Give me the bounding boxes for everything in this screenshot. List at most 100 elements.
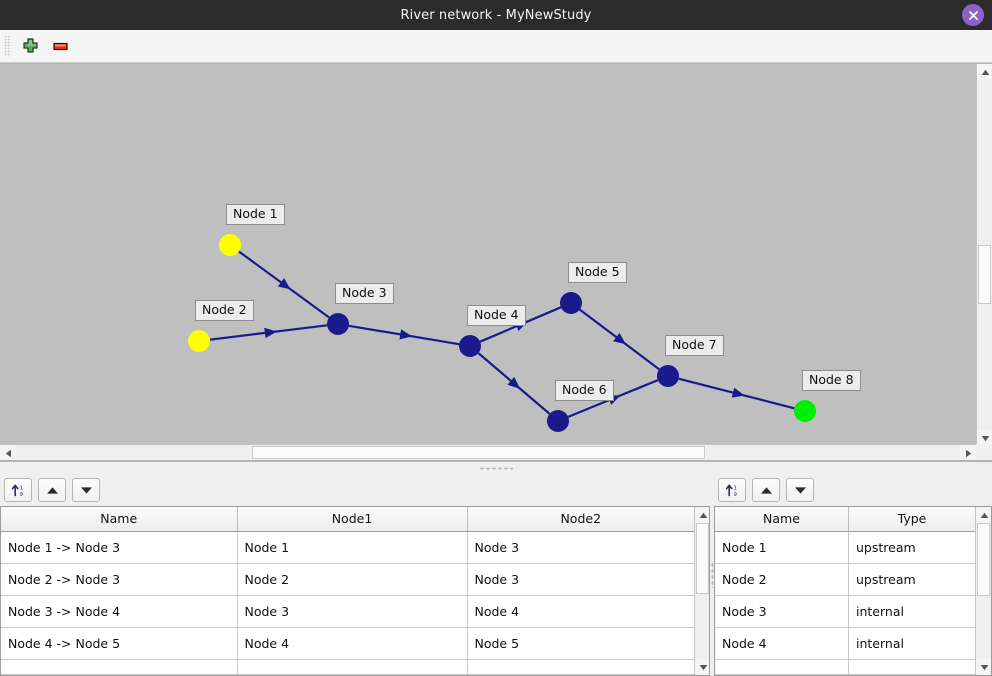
branch-column-header-1[interactable]: Node1 — [237, 507, 468, 532]
node-cell-2-1[interactable]: internal — [848, 595, 975, 628]
node-cell-0-1[interactable]: upstream — [848, 531, 975, 564]
branch-column-header-2[interactable]: Node2 — [467, 507, 694, 532]
graph-node-node-1[interactable] — [219, 234, 241, 256]
scroll-left-icon[interactable] — [0, 445, 16, 460]
node-table-row[interactable] — [715, 659, 975, 675]
vertical-splitter[interactable] — [710, 474, 714, 676]
graph-node-label-node-6[interactable]: Node 6 — [555, 380, 614, 401]
branch-cell-3-0[interactable]: Node 4 -> Node 5 — [1, 627, 238, 661]
branch-cell-3-2[interactable]: Node 5 — [467, 627, 694, 661]
branch-cell-2-1[interactable]: Node 3 — [237, 595, 468, 628]
branch-move-down-button[interactable] — [72, 478, 100, 502]
scroll-down-icon[interactable] — [695, 659, 709, 675]
graph-node-node-5[interactable] — [560, 292, 582, 314]
graph-node-label-node-1[interactable]: Node 1 — [226, 204, 285, 225]
graph-node-label-node-3[interactable]: Node 3 — [335, 283, 394, 304]
branch-table-row[interactable] — [1, 659, 694, 675]
branch-cell-3-1[interactable]: Node 4 — [237, 627, 468, 661]
graph-vscroll-thumb[interactable] — [978, 244, 991, 304]
horizontal-splitter[interactable] — [0, 461, 992, 474]
graph-node-label-node-5[interactable]: Node 5 — [568, 262, 627, 283]
graph-node-node-3[interactable] — [327, 313, 349, 335]
network-graph-panel[interactable]: Node 1 Node 2 Node 3 Node 4 Node 5 Node 6 Node… — [0, 63, 992, 461]
close-icon[interactable] — [962, 4, 984, 26]
node-cell-1-0[interactable]: Node 2 — [715, 563, 849, 596]
graph-vscroll-track[interactable] — [977, 80, 992, 430]
branch-cell-0-2[interactable]: Node 3 — [467, 531, 694, 564]
scroll-right-icon[interactable] — [960, 445, 976, 460]
branch-cell-4-0[interactable] — [1, 659, 238, 675]
node-table-vertical-scrollbar[interactable] — [975, 507, 991, 675]
branch-sort-button[interactable]: 1 9 — [4, 478, 32, 502]
node-cell-4-0[interactable] — [715, 659, 849, 675]
branch-cell-4-2[interactable] — [467, 659, 694, 675]
scroll-down-icon[interactable] — [976, 659, 991, 675]
branch-cell-2-2[interactable]: Node 4 — [467, 595, 694, 628]
node-cell-3-0[interactable]: Node 4 — [715, 627, 849, 661]
node-scroll-thumb[interactable] — [977, 523, 990, 597]
branch-cell-1-2[interactable]: Node 3 — [467, 563, 694, 596]
graph-node-node-4[interactable] — [459, 335, 481, 357]
graph-node-node-7[interactable] — [657, 365, 679, 387]
branch-column-header-0[interactable]: Name — [1, 507, 238, 532]
graph-node-node-2[interactable] — [188, 330, 210, 352]
node-cell-3-1[interactable]: internal — [848, 627, 975, 661]
add-node-button[interactable] — [15, 32, 45, 60]
branch-move-up-button[interactable] — [38, 478, 66, 502]
scroll-up-icon[interactable] — [977, 64, 992, 80]
branch-table-vertical-scrollbar[interactable] — [694, 507, 709, 675]
branch-scroll-track[interactable] — [695, 523, 709, 659]
graph-node-node-8[interactable] — [794, 400, 816, 422]
node-move-down-button[interactable] — [786, 478, 814, 502]
scroll-up-icon[interactable] — [976, 507, 991, 523]
node-move-up-button[interactable] — [752, 478, 780, 502]
branch-cell-1-0[interactable]: Node 2 -> Node 3 — [1, 563, 238, 596]
node-cell-2-0[interactable]: Node 3 — [715, 595, 849, 628]
graph-node-label-node-4[interactable]: Node 4 — [467, 305, 526, 326]
branch-cell-0-1[interactable]: Node 1 — [237, 531, 468, 564]
graph-node-label-node-8[interactable]: Node 8 — [802, 370, 861, 391]
graph-node-label-node-7[interactable]: Node 7 — [665, 335, 724, 356]
graph-hscroll-thumb[interactable] — [252, 446, 706, 459]
vsplitter-grip-icon — [710, 562, 714, 588]
graph-node-label-node-2[interactable]: Node 2 — [195, 300, 254, 321]
branch-scroll-thumb[interactable] — [696, 523, 709, 594]
node-scroll-track[interactable] — [976, 523, 991, 659]
branch-cell-2-0[interactable]: Node 3 -> Node 4 — [1, 595, 238, 628]
node-cell-4-1[interactable] — [848, 659, 975, 675]
graph-vertical-scrollbar[interactable] — [976, 64, 992, 446]
remove-node-button[interactable] — [45, 32, 75, 60]
graph-hscroll-track[interactable] — [16, 445, 960, 460]
scroll-down-icon[interactable] — [977, 430, 992, 446]
node-sort-button[interactable]: 1 9 — [718, 478, 746, 502]
branch-cell-0-0[interactable]: Node 1 -> Node 3 — [1, 531, 238, 564]
branch-cell-4-1[interactable] — [237, 659, 468, 675]
network-graph-canvas[interactable] — [0, 64, 976, 446]
node-cell-0-0[interactable]: Node 1 — [715, 531, 849, 564]
graph-node-node-6[interactable] — [547, 410, 569, 432]
node-cell-1-1[interactable]: upstream — [848, 563, 975, 596]
node-column-header-0[interactable]: Name — [715, 507, 849, 532]
graph-horizontal-scrollbar[interactable] — [0, 444, 976, 460]
branch-cell-1-1[interactable]: Node 2 — [237, 563, 468, 596]
toolbar-grip[interactable] — [4, 35, 11, 57]
node-column-header-1[interactable]: Type — [848, 507, 975, 532]
scroll-up-icon[interactable] — [695, 507, 709, 523]
